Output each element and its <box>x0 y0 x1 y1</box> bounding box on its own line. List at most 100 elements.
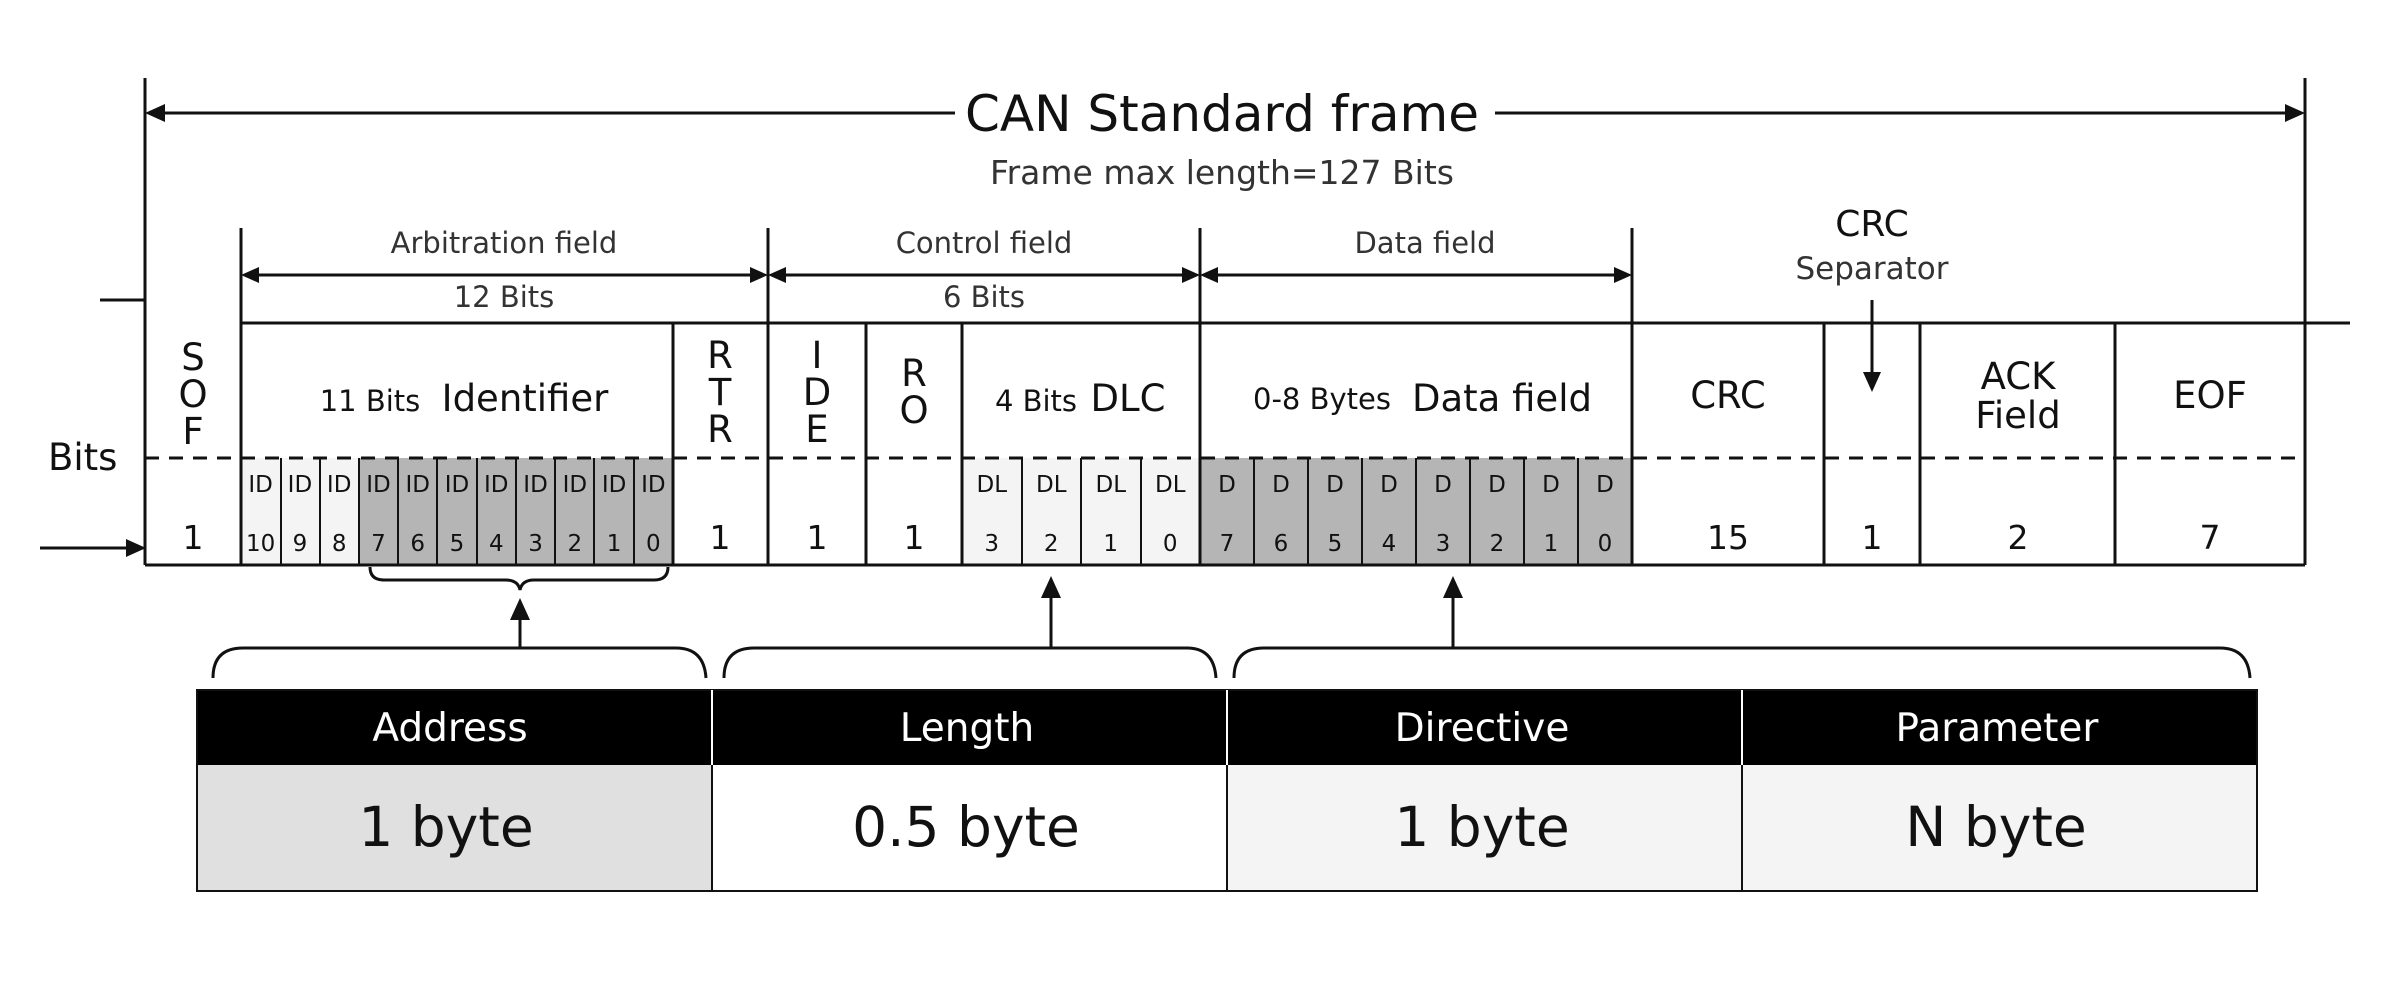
r0-letter-o: O <box>899 389 928 432</box>
rtr-bits: 1 <box>710 518 731 557</box>
dl-bit-number: 2 <box>1044 531 1059 557</box>
ack-label-line1: ACK <box>1981 355 2057 398</box>
id-bit-number: 7 <box>371 531 386 557</box>
id-byte-brace <box>368 566 670 591</box>
rtr-letter-t: T <box>708 371 732 414</box>
sof-letter-f: F <box>182 410 203 453</box>
identifier-prefix: 11 Bits <box>320 384 421 418</box>
d-bit-number: 4 <box>1382 531 1397 557</box>
d-bit-label: D <box>1380 472 1398 498</box>
dl-bit-label: DL <box>1155 472 1186 498</box>
crc-separator-subtitle: Separator <box>1795 251 1948 287</box>
d-bit-label: D <box>1272 472 1290 498</box>
table-header-directive: Directive <box>1395 706 1570 751</box>
d-bit-label: D <box>1434 472 1452 498</box>
d-bit-number: 3 <box>1436 531 1451 557</box>
data-brace <box>1232 646 2252 679</box>
dl-bit-label: DL <box>1036 472 1067 498</box>
crc-label: CRC <box>1690 374 1766 417</box>
id-bit-number: 0 <box>646 531 661 557</box>
table-header-length: Length <box>900 706 1035 751</box>
length-brace <box>722 646 1218 679</box>
id-bit-label: ID <box>405 472 430 498</box>
sof-letter-s: S <box>181 336 205 379</box>
id-bit-label: ID <box>484 472 509 498</box>
dl-bit-label: DL <box>1095 472 1126 498</box>
data-prefix: 0-8 Bytes <box>1253 382 1391 416</box>
id-bit-number: 6 <box>410 531 425 557</box>
id-bit-label: ID <box>563 472 588 498</box>
table-header-parameter: Parameter <box>1896 706 2100 751</box>
mapping-table <box>196 689 2258 892</box>
ack-bits: 2 <box>2008 518 2029 557</box>
id-bit-number: 2 <box>567 531 582 557</box>
crc-separator-arrow <box>1863 300 1881 392</box>
length-arrow <box>1041 576 1061 648</box>
frame-subtitle: Frame max length=127 Bits <box>990 153 1454 192</box>
frame-box <box>143 302 2350 567</box>
id-bit-number: 9 <box>293 531 308 557</box>
control-field-label: Control field <box>896 226 1073 260</box>
ide-bits: 1 <box>807 518 828 557</box>
id-bit-number: 1 <box>607 531 622 557</box>
crc-bits: 15 <box>1707 518 1749 557</box>
id-bit-label: ID <box>641 472 666 498</box>
arbitration-field-label: Arbitration field <box>391 226 618 260</box>
id-bit-label: ID <box>366 472 391 498</box>
arbitration-bits-label: 12 Bits <box>454 280 555 314</box>
arbitration-span <box>241 267 768 283</box>
d-bit-number: 1 <box>1544 531 1559 557</box>
d-bit-number: 7 <box>1220 531 1235 557</box>
data-field-group-label: Data field <box>1354 226 1495 260</box>
frame-span-arrow <box>143 78 2307 302</box>
eof-label: EOF <box>2173 374 2247 417</box>
table-value-parameter: N byte <box>1905 795 2087 859</box>
ide-letter-e: E <box>805 408 828 451</box>
d-bit-number: 0 <box>1598 531 1613 557</box>
frame-title: CAN Standard frame <box>965 85 1479 143</box>
crc-separator-title: CRC <box>1835 204 1909 245</box>
d-bit-label: D <box>1542 472 1560 498</box>
data-label: Data field <box>1412 377 1592 420</box>
id-bit-number: 10 <box>246 531 275 557</box>
identifier-label: Identifier <box>442 377 609 420</box>
bits-row-arrow <box>40 539 146 557</box>
control-bits-label: 6 Bits <box>943 280 1025 314</box>
dlc-label: DLC <box>1091 377 1166 420</box>
sub-bit-dividers <box>280 458 1579 565</box>
ack-label-line2: Field <box>1975 394 2060 437</box>
address-arrow <box>510 598 530 648</box>
ide-letter-i: I <box>812 334 823 377</box>
group-dividers <box>239 228 1634 323</box>
sub-bit-labels: ID10ID9ID8ID7ID6ID5ID4ID3ID2ID1ID0DL3DL2… <box>246 472 1614 557</box>
d-bit-number: 5 <box>1328 531 1343 557</box>
dlc-prefix: 4 Bits <box>995 384 1077 418</box>
id-bit-number: 5 <box>450 531 465 557</box>
d-bit-number: 6 <box>1274 531 1289 557</box>
dl-bit-number: 1 <box>1103 531 1118 557</box>
rtr-letter-r: R <box>707 334 733 377</box>
data-span <box>1200 267 1632 283</box>
sof-bits: 1 <box>183 518 204 557</box>
id-bit-label: ID <box>288 472 313 498</box>
ide-letter-d: D <box>803 371 832 414</box>
d-bit-label: D <box>1596 472 1614 498</box>
id-bit-label: ID <box>248 472 273 498</box>
id-bit-label: ID <box>327 472 352 498</box>
table-value-directive: 1 byte <box>1394 795 1569 859</box>
rtr-letter-r2: R <box>707 408 733 451</box>
r0-letter-r: R <box>901 352 927 395</box>
r0-bits: 1 <box>904 518 925 557</box>
crc-delimiter-bits: 1 <box>1862 518 1883 557</box>
d-bit-label: D <box>1326 472 1344 498</box>
id-bit-label: ID <box>523 472 548 498</box>
dl-bit-number: 0 <box>1163 531 1178 557</box>
table-value-address: 1 byte <box>358 795 533 859</box>
eof-bits: 7 <box>2200 518 2221 557</box>
control-span <box>768 267 1200 283</box>
address-brace <box>211 646 708 679</box>
id-bit-label: ID <box>602 472 627 498</box>
d-bit-label: D <box>1218 472 1236 498</box>
sof-letter-o: O <box>178 373 207 416</box>
